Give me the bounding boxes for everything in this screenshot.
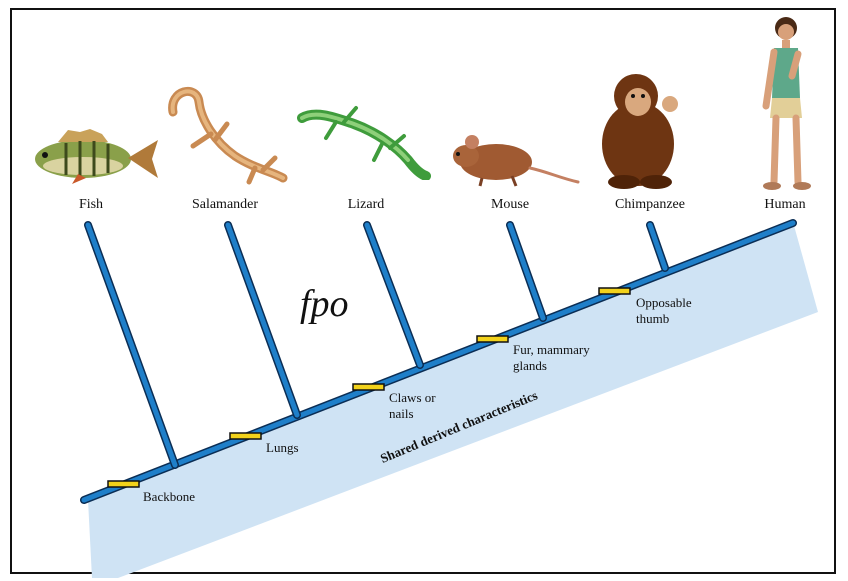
- trait-label-fur-line2: glands: [513, 358, 547, 373]
- taxon-branches: [84, 221, 669, 469]
- branch-fish: [85, 222, 178, 468]
- salamander-icon: [168, 87, 288, 185]
- trait-label-lungs: Lungs: [266, 440, 299, 455]
- branch-mouse: [507, 222, 546, 321]
- human-icon: [762, 17, 811, 190]
- taxon-label-fish: Fish: [78, 197, 104, 212]
- marker-thumb: [598, 287, 631, 295]
- trait-markers: [107, 287, 631, 488]
- trait-label-claws-line2: nails: [389, 406, 414, 421]
- marker-fur: [476, 335, 509, 343]
- figure-frame: [10, 8, 836, 574]
- trait-label-thumb-line1: Opposable: [636, 295, 692, 310]
- trunk-branch: [81, 220, 796, 503]
- lizard-icon: [297, 106, 431, 180]
- marker-claws: [352, 383, 385, 391]
- shared-characteristics-band: [88, 222, 818, 578]
- marker-lungs: [229, 432, 262, 440]
- branch-salamander: [225, 222, 300, 418]
- chimpanzee-icon: [602, 74, 678, 189]
- branch-lizard: [364, 222, 423, 368]
- placeholder-text: fpo: [300, 283, 349, 325]
- taxon-label-chimpanzee: Chimpanzee: [615, 197, 685, 212]
- taxon-label-mouse: Mouse: [490, 197, 530, 212]
- trait-label-claws: Claws or nails: [389, 390, 436, 422]
- branch-chimpanzee: [647, 222, 668, 271]
- trait-label-fur: Fur, mammary glands: [513, 342, 590, 374]
- trait-label-fur-line1: Fur, mammary: [513, 342, 590, 357]
- taxon-label-human: Human: [764, 197, 806, 212]
- trait-label-thumb: Opposable thumb: [636, 295, 692, 327]
- marker-backbone: [107, 480, 140, 488]
- taxon-label-salamander: Salamander: [191, 197, 259, 212]
- trait-label-backbone: Backbone: [143, 489, 195, 504]
- mouse-icon: [453, 135, 580, 187]
- trait-label-thumb-line2: thumb: [636, 311, 670, 326]
- trait-label-claws-line1: Claws or: [389, 390, 436, 405]
- taxon-label-lizard: Lizard: [347, 197, 385, 212]
- fish-icon: [35, 129, 158, 184]
